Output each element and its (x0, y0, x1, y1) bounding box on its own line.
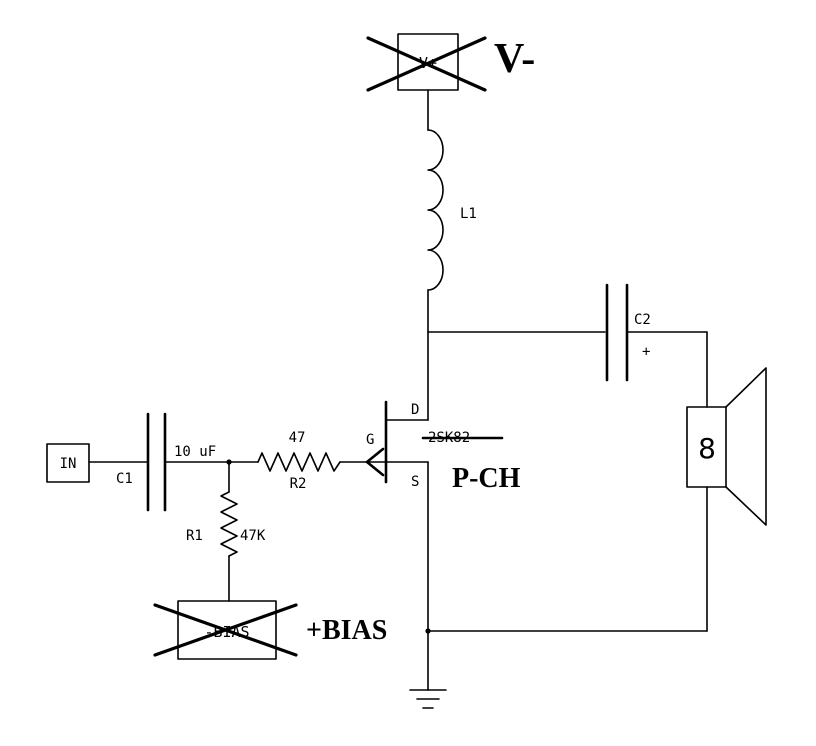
resistor-r1: R1 47K (186, 461, 266, 602)
l1-ref: L1 (460, 206, 477, 222)
bias-box (177, 600, 277, 660)
supply-terminal: V+ V- (366, 33, 535, 92)
inductor-l1: L1 (427, 89, 477, 291)
r1-value: 47K (240, 528, 266, 544)
strike-mark (366, 36, 487, 92)
r2-zigzag (257, 452, 341, 472)
c2-ref: C2 (634, 312, 651, 328)
r1-ref: R1 (186, 528, 203, 544)
input-label: IN (60, 456, 77, 472)
source-label: S (411, 474, 419, 490)
mosfet-q1: G D S 2SK82 P-CH (339, 400, 521, 494)
strike-mark (153, 603, 298, 657)
drain-label: D (411, 402, 419, 418)
c1-value: 10 uF (174, 444, 216, 460)
bias-new-label: +BIAS (306, 615, 387, 646)
c1-ref: C1 (116, 471, 133, 487)
input-box (46, 443, 90, 483)
r1-zigzag (220, 491, 238, 557)
r2-value: 47 (289, 430, 306, 446)
bias-terminal: -BIAS +BIAS (153, 600, 387, 660)
input-terminal: IN (46, 443, 90, 483)
gate-label: G (366, 432, 374, 448)
inductor-coil (427, 129, 444, 291)
supply-new-label: V- (494, 36, 535, 82)
capacitor-c1: C1 10 uF (116, 412, 216, 512)
channel-type-note: P-CH (452, 463, 521, 494)
junction-dot (425, 628, 431, 634)
ground-symbol (409, 689, 447, 709)
resistor-r2: 47 R2 (257, 430, 341, 492)
speaker-impedance: 8 (698, 432, 716, 465)
gate-arrow (364, 447, 385, 477)
speaker-cone (725, 367, 767, 526)
r2-ref: R2 (290, 476, 307, 492)
speaker: 8 (686, 367, 767, 526)
c2-polarity: + (642, 344, 650, 360)
